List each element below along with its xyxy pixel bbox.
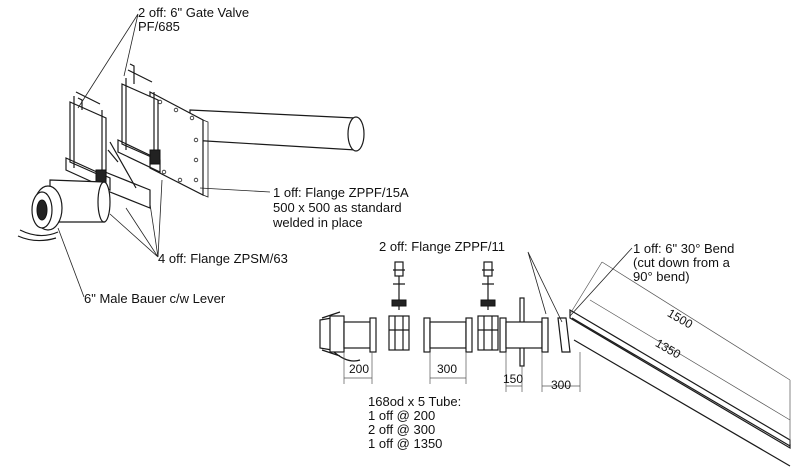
gate-valve-label-line2: PF/685 — [138, 19, 180, 34]
tube-label-line4: 1 off @ 1350 — [368, 436, 443, 451]
dim-300-b: 300 — [551, 378, 572, 392]
flange-zppf15a-label-line1: 1 off: Flange ZPPF/15A — [273, 185, 409, 200]
flange-zppf15a-label-line3: welded in place — [273, 215, 363, 230]
flange-zppf11-label: 2 off: Flange ZPPF/11 — [379, 239, 505, 254]
dim-300-a: 300 — [437, 362, 458, 376]
bend-label-line2: (cut down from a — [633, 255, 730, 270]
flange-zpsm-label: 4 off: Flange ZPSM/63 — [158, 251, 288, 266]
bend-label-line3: 90° bend) — [633, 269, 690, 284]
tube-label-line2: 1 off @ 200 — [368, 408, 436, 423]
dim-200: 200 — [349, 362, 370, 376]
exploded-elevation — [319, 261, 791, 467]
isometric-assembly — [17, 63, 365, 242]
bend-label-line1: 1 off: 6" 30° Bend — [633, 241, 735, 256]
tube-label-line1: 168od x 5 Tube: — [368, 394, 462, 409]
leader-lines-top — [57, 13, 271, 298]
dimension-lines — [343, 247, 791, 444]
bauer-label: 6" Male Bauer c/w Lever — [84, 291, 226, 306]
dim-150: 150 — [503, 372, 524, 386]
tube-label-line3: 2 off @ 300 — [368, 422, 436, 437]
gate-valve-label-line1: 2 off: 6" Gate Valve — [138, 5, 250, 20]
flange-zppf15a-label-line2: 500 x 500 as standard — [273, 200, 402, 215]
